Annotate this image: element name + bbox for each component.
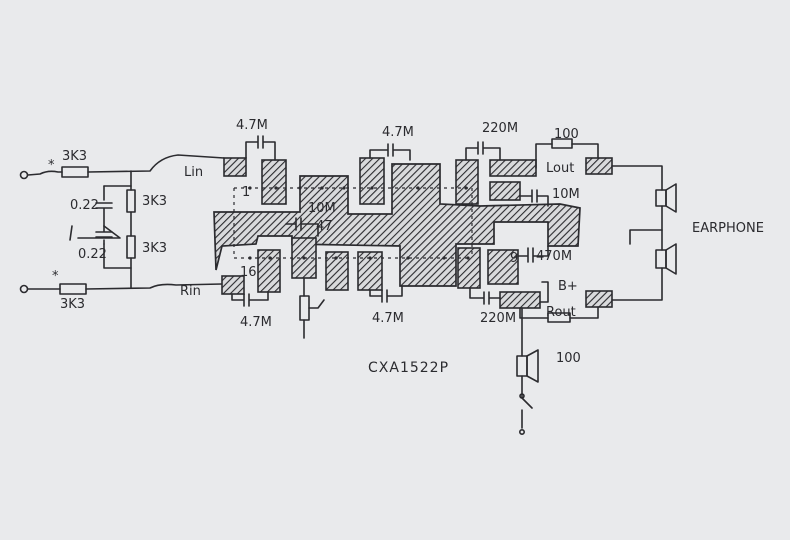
label-cap-top-mid: 4.7M <box>382 125 414 140</box>
component-labels: 4.7M 4.7M 4.7M 4.7M 220M 220M 10M 47 10M… <box>236 118 581 376</box>
pad-top-1 <box>261 159 287 205</box>
pad-right-lower <box>487 249 519 285</box>
output-network: EARPHONE <box>516 165 764 435</box>
label-cap-center2: 47 <box>316 219 333 234</box>
pad-rout-cap <box>499 291 541 309</box>
pin-9-label: 9 <box>510 251 518 266</box>
label-cap-out-right: 220M <box>480 311 516 326</box>
label-rin: Rin <box>180 284 201 299</box>
pad-bottom-3 <box>325 251 349 291</box>
board-components <box>231 135 599 339</box>
pin-1-label: 1 <box>242 185 250 200</box>
ic-pin-dots <box>248 186 470 260</box>
label-resistor-mid-top: 3K3 <box>142 194 167 209</box>
label-supply: B+ <box>558 279 578 294</box>
pad-top-2 <box>359 157 385 205</box>
pad-bottom-5 <box>457 247 481 289</box>
switch-terminal <box>518 428 525 435</box>
label-cap-right-upper: 10M <box>552 187 580 202</box>
pcb-layout: 1 16 9 <box>213 157 613 309</box>
pad-lin <box>223 157 247 177</box>
label-cap-bottom: 0.22 <box>78 247 107 262</box>
pin-16-label: 16 <box>240 265 257 280</box>
earphone-label: EARPHONE <box>692 221 764 236</box>
label-cap-right-lower: 470M <box>536 249 572 264</box>
star-mark-top: * <box>48 158 55 173</box>
pad-rin <box>221 275 245 295</box>
label-rout: Rout <box>546 305 576 320</box>
label-lin: Lin <box>184 165 203 180</box>
pad-bottom-1 <box>257 249 281 293</box>
label-resistor-bottom: 3K3 <box>60 297 85 312</box>
star-mark-bottom: * <box>52 269 59 284</box>
input-network: * * 3K3 3K3 3K3 3K3 0.22 0.22 Lin Rin <box>19 149 225 312</box>
ground-plane <box>213 163 581 287</box>
pad-top-3 <box>455 159 479 205</box>
chip-label: CXA1522P <box>368 360 449 376</box>
pad-rout <box>585 290 613 308</box>
pad-lout <box>585 157 613 175</box>
label-cap-in-right: 4.7M <box>240 315 272 330</box>
label-cap-out-left: 220M <box>482 121 518 136</box>
label-res-out-left: 100 <box>554 127 579 142</box>
label-resistor-top: 3K3 <box>62 149 87 164</box>
label-res-out-right: 100 <box>556 351 581 366</box>
label-cap-top: 0.22 <box>70 198 99 213</box>
pad-lout-cap <box>489 159 537 177</box>
label-cap-in-left: 4.7M <box>236 118 268 133</box>
label-cap-bottom-mid: 4.7M <box>372 311 404 326</box>
label-resistor-mid-bottom: 3K3 <box>142 241 167 256</box>
label-lout: Lout <box>546 161 574 176</box>
pad-right-upper <box>489 181 521 201</box>
label-cap-center: 10M <box>308 201 336 216</box>
